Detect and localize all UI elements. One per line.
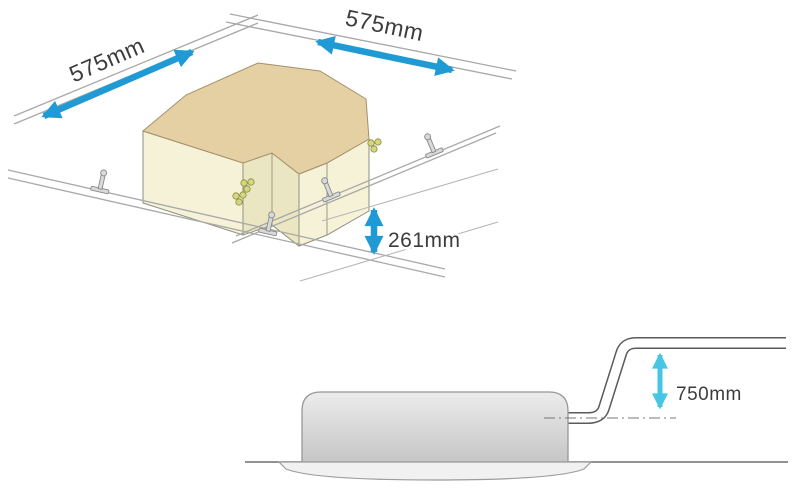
dimension-label-height: 261mm xyxy=(388,229,461,252)
unit-top-face xyxy=(141,62,370,175)
side-section-view: 750mm xyxy=(245,337,788,481)
drain-pipe xyxy=(552,337,786,424)
dimension-label-drain-lift: 750mm xyxy=(676,384,742,405)
unit-body-side xyxy=(301,391,569,463)
drain-pipe-outline xyxy=(552,337,786,424)
height-extension-lines xyxy=(299,168,499,282)
drain-pipe-bore xyxy=(552,338,786,423)
dimension-arrow-width-left xyxy=(41,49,195,119)
ceiling-panel-bezel xyxy=(277,461,593,481)
isometric-top-view: 575mm 575mm 261mm xyxy=(7,2,517,282)
hanger-bracket xyxy=(258,211,278,237)
dimension-label-width-right: 575mm xyxy=(343,4,426,46)
dimension-arrow-width-right xyxy=(315,36,455,76)
fitting-cluster-right xyxy=(367,138,382,153)
hanger-bracket xyxy=(424,133,444,159)
indoor-unit-isometric xyxy=(141,62,382,247)
drain-fittings xyxy=(232,138,382,206)
hanger-bracket xyxy=(90,169,110,195)
fitting-cluster-front-2 xyxy=(232,191,247,206)
side-view-dimension: 750mm xyxy=(652,352,744,410)
hanger-bracket xyxy=(321,177,341,203)
rail-hanger-brackets xyxy=(90,133,444,237)
fitting-cluster-front-1 xyxy=(240,178,255,193)
